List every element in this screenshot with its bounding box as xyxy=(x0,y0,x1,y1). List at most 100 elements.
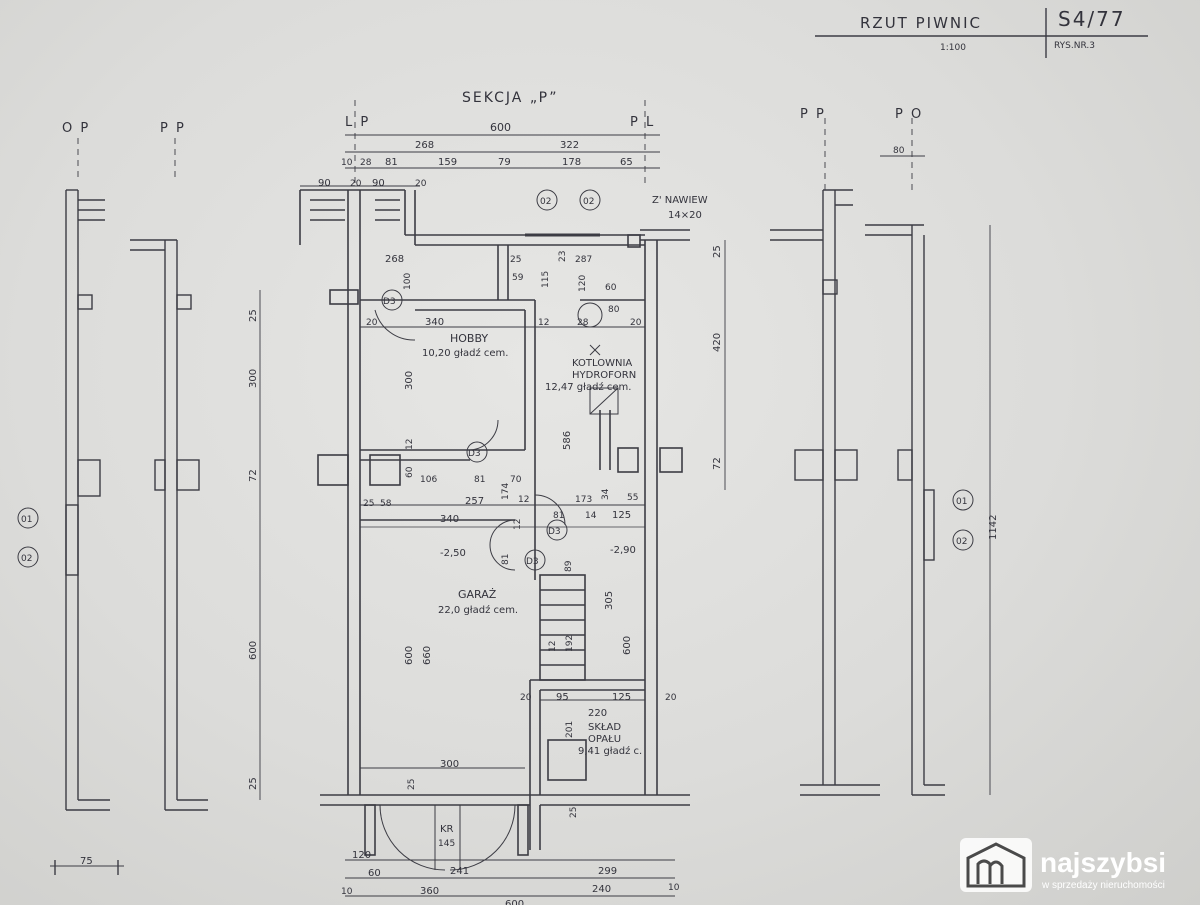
axis-pl: P L xyxy=(630,115,655,130)
dim-int-305: 305 xyxy=(604,591,615,610)
room-labels: HOBBY 10,20 gładź cem. KOTLOWNIA HYDROFO… xyxy=(422,332,642,757)
bottom-dimensions: 120 60 241 299 10 360 240 10 600 xyxy=(341,850,680,905)
dim-int-125b: 125 xyxy=(612,692,631,703)
door-tag-d3-1: D3 xyxy=(383,297,396,307)
window-tag-02-b: 02 xyxy=(583,197,594,207)
dim-left-600: 600 xyxy=(248,641,259,660)
dim-top-65: 65 xyxy=(620,157,633,168)
section-op xyxy=(50,189,124,875)
dim-int-34: 34 xyxy=(601,488,611,500)
dim-top-322: 322 xyxy=(560,140,579,151)
dim-int-81b: 81 xyxy=(553,511,564,521)
dim-int-100: 100 xyxy=(403,273,413,290)
dim-top-81: 81 xyxy=(385,157,398,168)
vent-size: 14×20 xyxy=(668,210,702,221)
door-tag-d3-3: D3 xyxy=(548,527,561,537)
dim-int-20b: 20 xyxy=(630,318,642,328)
window-tag-02-left: 02 xyxy=(21,554,32,564)
dim-int-115: 115 xyxy=(541,271,551,288)
dim-75: 75 xyxy=(80,856,93,867)
top-dimensions: 600 268 322 10 28 81 159 79 178 65 90 20… xyxy=(318,121,905,189)
dim-int-58: 58 xyxy=(380,499,392,509)
dim-int-300a: 300 xyxy=(404,371,415,390)
dim-top-178: 178 xyxy=(562,157,581,168)
dim-stair-90a: 90 xyxy=(318,178,331,189)
dim-int-600b: 600 xyxy=(404,646,415,665)
section-po xyxy=(865,224,945,796)
axis-op: O P xyxy=(62,121,90,136)
dim-int-20d: 20 xyxy=(665,693,677,703)
boiler-symbol xyxy=(577,302,619,415)
dim-left-300: 300 xyxy=(248,369,259,388)
dim-top-268: 268 xyxy=(415,140,434,151)
dim-right-25: 25 xyxy=(712,245,723,258)
dim-int-300b: 300 xyxy=(440,759,459,770)
title-block: RZUT PIWNIC 1:100 S4/77 RYS.NR.3 xyxy=(815,7,1148,58)
door-swings xyxy=(374,309,566,871)
dim-bottom-10b: 10 xyxy=(668,883,680,893)
dim-int-25c: 25 xyxy=(407,779,417,790)
door-tag-d3-2: D3 xyxy=(468,449,481,459)
dim-right-1142: 1142 xyxy=(988,515,999,540)
dim-int-23: 23 xyxy=(558,251,568,262)
section-pp-right xyxy=(770,189,880,796)
dim-int-20c: 20 xyxy=(520,693,532,703)
room-boiler-name1: KOTLOWNIA xyxy=(572,358,632,369)
branding-logo: najszybsi w sprzedaży nieruchomości xyxy=(958,836,1190,896)
dim-stair-20b: 20 xyxy=(415,179,427,189)
dim-left-25b: 25 xyxy=(248,777,259,790)
dim-int-12c: 12 xyxy=(518,495,529,505)
room-hobby-name: HOBBY xyxy=(450,332,488,345)
dim-int-95: 95 xyxy=(556,692,569,703)
room-hobby-area: 10,20 gładź cem. xyxy=(422,347,508,359)
dim-int-174: 174 xyxy=(501,483,511,500)
dim-int-120: 120 xyxy=(578,275,588,292)
vent-label: Z' NAWIEW xyxy=(652,195,708,206)
house-logo-icon: najszybsi w sprzedaży nieruchomości xyxy=(960,838,1166,892)
dim-right-72: 72 xyxy=(712,457,723,470)
dim-int-257: 257 xyxy=(465,496,484,507)
dim-int-80: 80 xyxy=(608,305,620,315)
main-plan-walls xyxy=(299,189,690,856)
dim-int-70: 70 xyxy=(510,475,522,485)
dim-int-60: 60 xyxy=(605,283,617,293)
level-garage: -2,50 xyxy=(440,548,466,559)
dim-int-25: 25 xyxy=(510,255,521,265)
drawing-title: RZUT PIWNIC xyxy=(860,14,982,32)
entry-tag-kr: KR xyxy=(440,824,454,835)
window-tag-02-right: 02 xyxy=(956,537,967,547)
dim-int-25d: 25 xyxy=(569,807,579,818)
dim-bottom-10a: 10 xyxy=(341,887,353,897)
room-fuel-area: 9,41 gładź c. xyxy=(578,745,642,757)
dim-stair-20a: 20 xyxy=(350,179,362,189)
left-vertical-dimensions: 25 300 72 600 25 xyxy=(248,309,259,790)
dim-top-159: 159 xyxy=(438,157,457,168)
dim-int-173: 173 xyxy=(575,495,592,505)
dim-int-12a: 12 xyxy=(538,318,549,328)
axis-pp-right: P P xyxy=(800,107,826,122)
axis-lp: L P xyxy=(345,115,370,130)
dim-int-586: 586 xyxy=(562,431,573,450)
entry-tag-kr-value: 145 xyxy=(438,839,455,849)
brand-name: najszybsi xyxy=(1040,847,1166,878)
room-fuel-name1: SKŁAD xyxy=(588,722,621,733)
sheet-number: RYS.NR.3 xyxy=(1054,41,1095,51)
room-boiler-area: 12,47 gładź cem. xyxy=(545,381,631,393)
dim-left-25a: 25 xyxy=(248,309,259,322)
window-tag-01-right: 01 xyxy=(956,497,967,507)
dim-bottom-360: 360 xyxy=(420,886,439,897)
drawing-code: S4/77 xyxy=(1058,7,1126,31)
dim-int-125a: 125 xyxy=(612,510,631,521)
dim-int-660: 660 xyxy=(422,646,433,665)
dim-bottom-60: 60 xyxy=(368,868,381,879)
axis-po: P O xyxy=(895,107,923,122)
room-garage-area: 22,0 gładź cem. xyxy=(438,604,518,616)
dim-int-268: 268 xyxy=(385,254,404,265)
axis-lines xyxy=(77,100,913,190)
window-tag-01-left: 01 xyxy=(21,515,32,525)
room-boiler-name2: HYDROFORN xyxy=(572,370,636,381)
dim-int-81c: 81 xyxy=(501,554,511,565)
dim-int-340b: 340 xyxy=(440,514,459,525)
